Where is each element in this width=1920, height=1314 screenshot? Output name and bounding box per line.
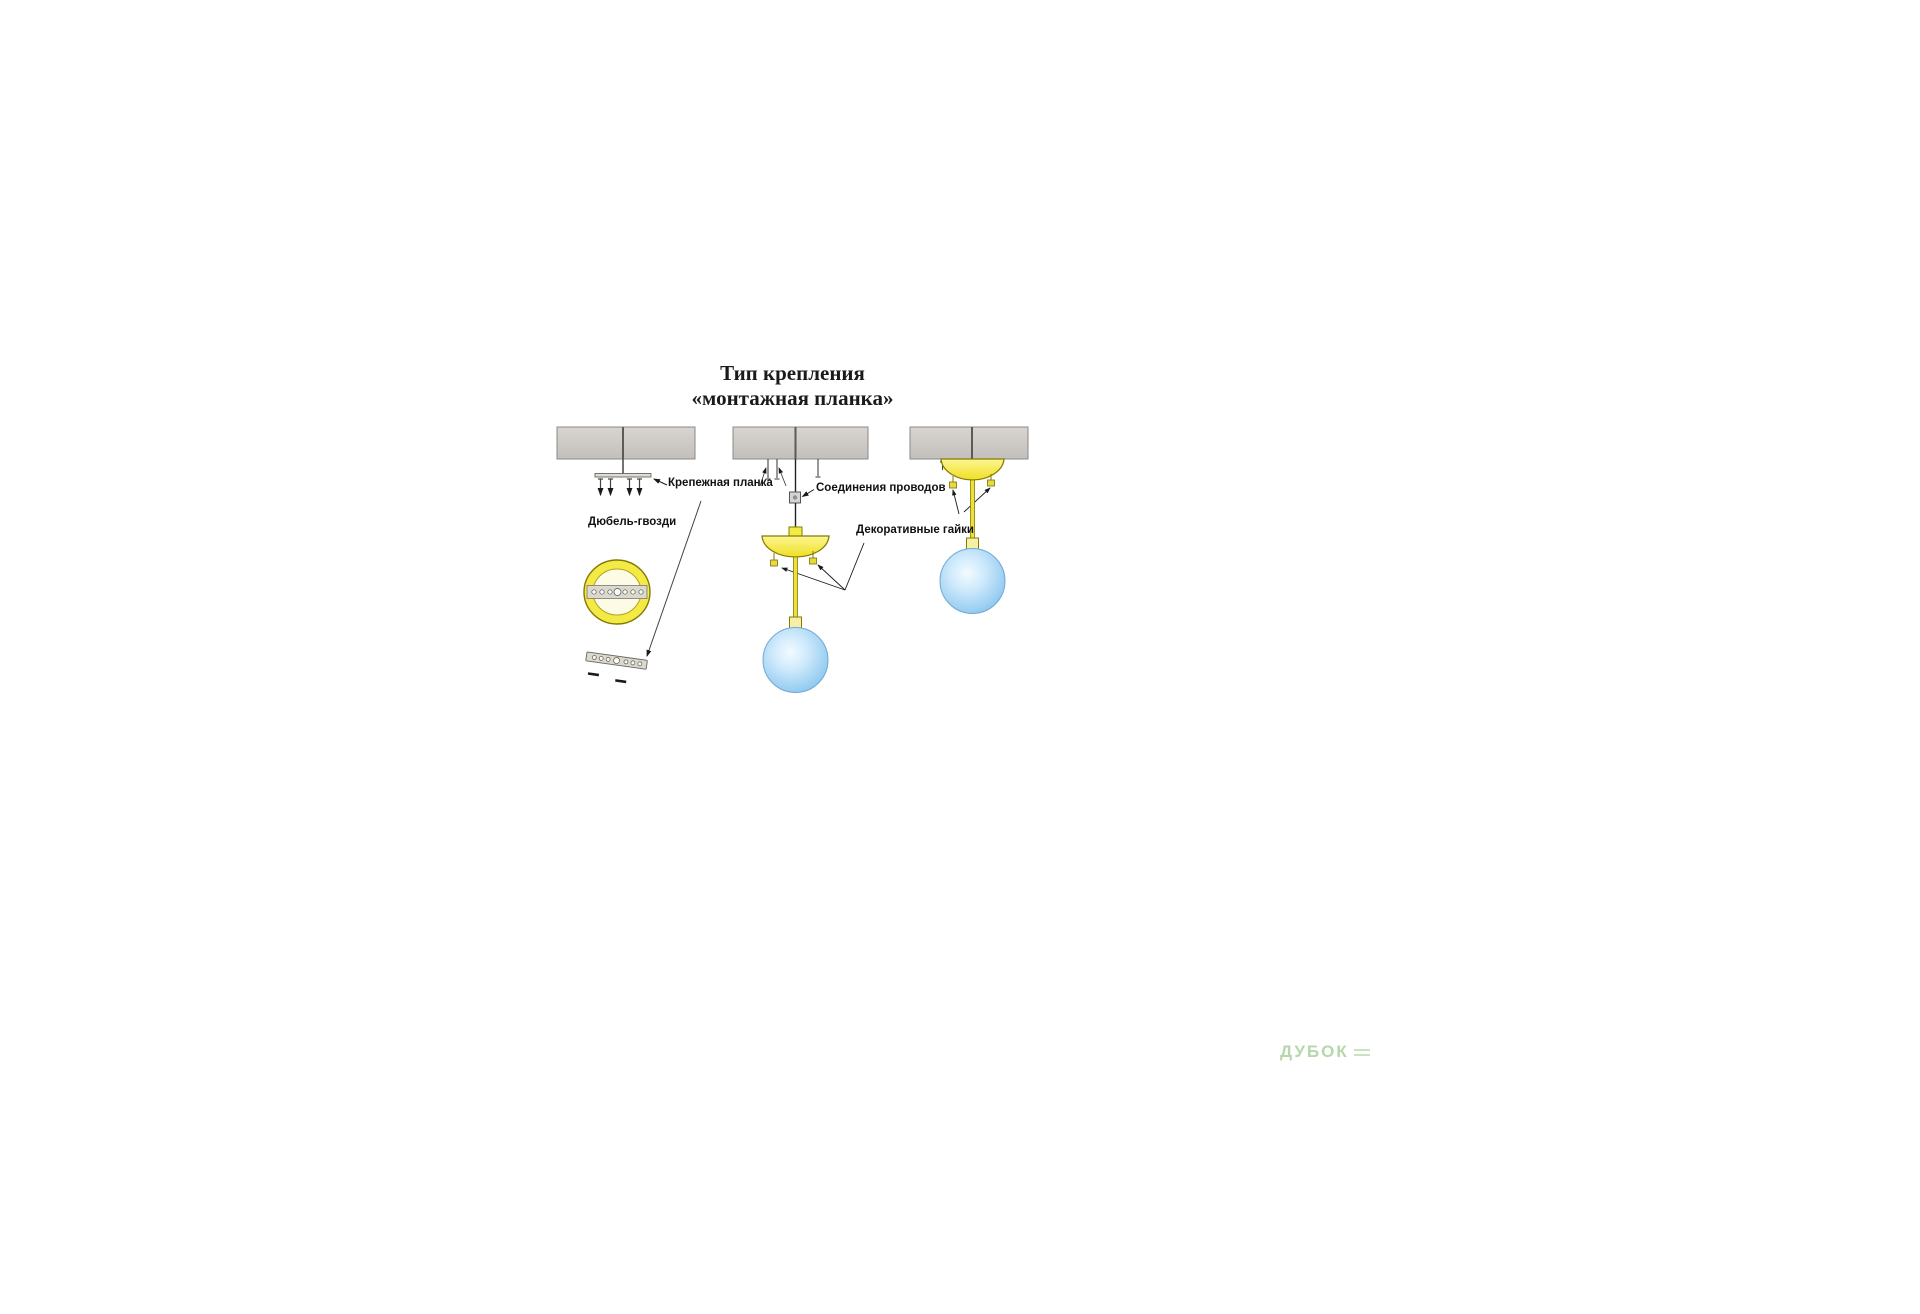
canopy bbox=[761, 535, 830, 558]
screw-pointer bbox=[778, 467, 787, 487]
label-wire-connections: Соединения проводов bbox=[816, 482, 946, 494]
pointer-to-mounting-plate bbox=[653, 478, 668, 486]
pointer-to-nuts bbox=[781, 542, 865, 591]
mounting-strip-view bbox=[585, 651, 648, 684]
dowel-screw bbox=[615, 679, 627, 684]
step1-mounting-plate-view bbox=[556, 426, 702, 684]
rod-collar bbox=[789, 616, 802, 629]
mounting-ring-front-view bbox=[583, 559, 651, 625]
watermark-lines-icon bbox=[1353, 1048, 1370, 1056]
glass-ball-shade bbox=[762, 627, 829, 693]
ceiling-slab-left bbox=[556, 426, 696, 460]
connector-hole bbox=[792, 495, 798, 500]
dowel-nails bbox=[597, 478, 643, 497]
ceiling-slab-middle bbox=[732, 426, 869, 460]
rod-collar bbox=[966, 537, 979, 550]
screw-pointer bbox=[759, 467, 767, 487]
pointer-to-nuts bbox=[952, 487, 991, 515]
diagram-title-line1: Тип крепления bbox=[720, 361, 865, 385]
plate-screws bbox=[765, 459, 821, 480]
mounting-plate bbox=[594, 473, 652, 478]
decorative-nut bbox=[770, 559, 778, 567]
decorative-nut bbox=[809, 557, 817, 565]
canopy-hub bbox=[788, 526, 803, 537]
pointer-to-strip bbox=[646, 500, 702, 657]
glass-ball-shade bbox=[939, 548, 1006, 614]
step3-assembled-view bbox=[909, 426, 1029, 614]
watermark-text: ДУБОК bbox=[1280, 1042, 1349, 1061]
label-decorative-nuts: Декоративные гайки bbox=[856, 524, 974, 536]
hanging-rod bbox=[793, 556, 798, 620]
label-dowel-nails: Дюбель-гвозди bbox=[588, 516, 677, 528]
diagram-title-line2: «монтажная планка» bbox=[691, 386, 894, 410]
label-mounting-plate: Крепежная планка bbox=[668, 477, 773, 489]
decorative-nut bbox=[987, 479, 995, 487]
diagram-title: Тип крепления «монтажная планка» bbox=[610, 361, 975, 411]
step2-wiring-view bbox=[732, 426, 869, 693]
dowel-screw bbox=[587, 672, 600, 677]
watermark: ДУБОК bbox=[1280, 1042, 1370, 1062]
decorative-nut bbox=[949, 481, 957, 489]
ceiling-slab-right bbox=[909, 426, 1029, 460]
canopy bbox=[940, 458, 1005, 481]
pointer-to-connector bbox=[801, 489, 815, 498]
